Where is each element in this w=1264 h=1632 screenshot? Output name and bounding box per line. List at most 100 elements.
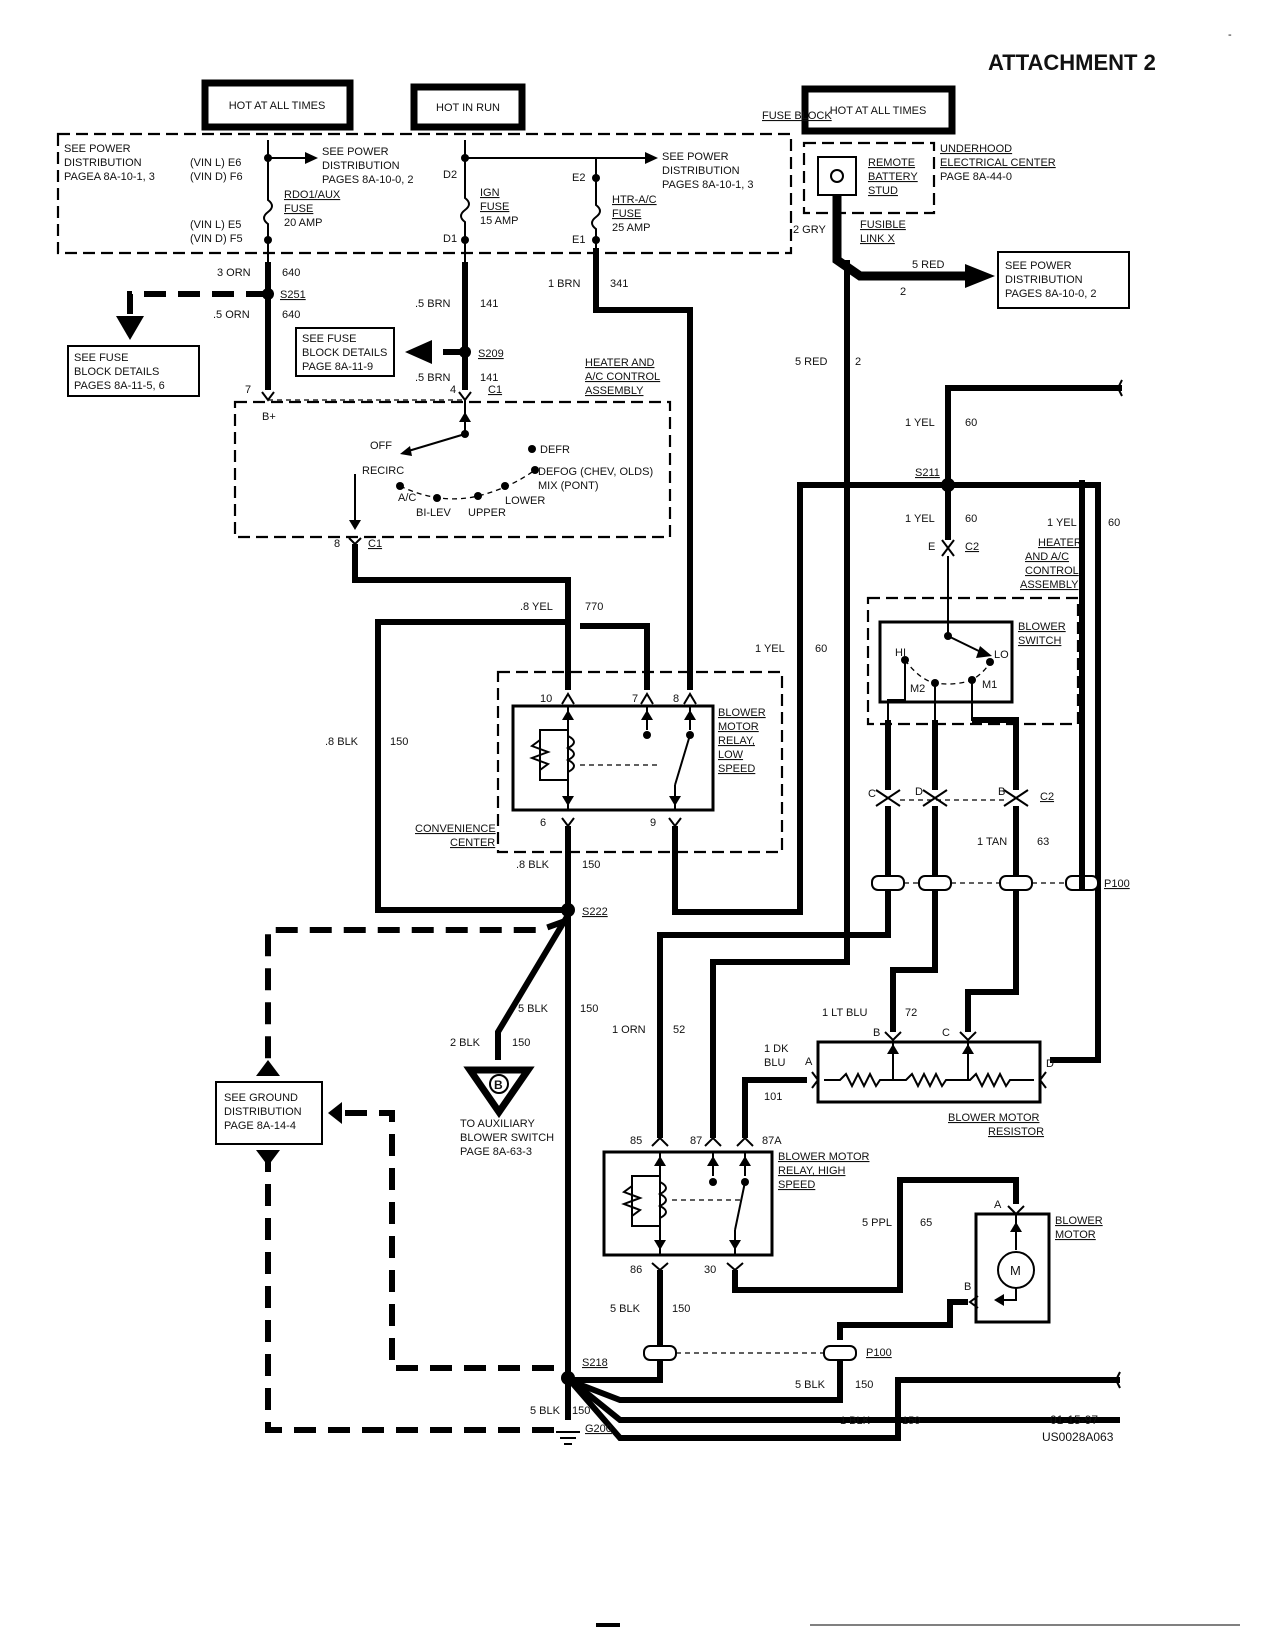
underhood-title: UNDERHOOD ELECTRICAL CENTER PAGE 8A-44-0 <box>940 143 1056 183</box>
svg-text:CONTROL: CONTROL <box>1025 565 1079 577</box>
wire-5-red: 5 RED <box>795 356 827 368</box>
svg-text:LOWER: LOWER <box>505 495 545 507</box>
blower-switch-outline <box>866 596 1080 726</box>
svg-text:341: 341 <box>610 278 628 290</box>
svg-text:25 AMP: 25 AMP <box>612 222 651 234</box>
svg-text:770: 770 <box>585 601 603 613</box>
svg-text:B: B <box>494 1078 503 1092</box>
svg-text:SPEED: SPEED <box>718 763 755 775</box>
svg-text:SEE FUSE: SEE FUSE <box>74 352 128 364</box>
svg-text:7: 7 <box>245 384 251 396</box>
svg-text:BLOWER: BLOWER <box>718 707 766 719</box>
svg-text:MIX (PONT): MIX (PONT) <box>538 480 599 492</box>
svg-text:A: A <box>805 1056 813 1068</box>
svg-text:SEE POWER: SEE POWER <box>322 146 389 158</box>
svg-text:150: 150 <box>580 1003 598 1015</box>
wire-5-red-label: 5 RED <box>912 259 944 271</box>
svg-text:FUSIBLE: FUSIBLE <box>860 219 906 231</box>
svg-text:C: C <box>868 788 876 800</box>
svg-text:A: A <box>994 1199 1002 1211</box>
wire-2-circuit: 2 <box>900 286 906 298</box>
arrow-icon <box>305 152 318 164</box>
fuse-ign-label: IGN FUSE 15 AMP <box>480 187 519 227</box>
svg-text:RDO1/AUX: RDO1/AUX <box>284 189 341 201</box>
arrow-left-icon-2 <box>328 1102 342 1124</box>
svg-text:BI-LEV: BI-LEV <box>416 507 452 519</box>
svg-text:BLOCK DETAILS: BLOCK DETAILS <box>74 366 159 378</box>
ground-g200: G200 <box>585 1423 612 1435</box>
hot-in-run-box: HOT IN RUN <box>410 83 526 131</box>
resistor-element-icon <box>824 1071 1034 1089</box>
arrow-left-icon <box>405 340 432 364</box>
wire-1-brn: 1 BRN <box>548 278 580 290</box>
vin-f6: (VIN D) F6 <box>190 171 243 183</box>
svg-text:85: 85 <box>630 1135 642 1147</box>
svg-text:SEE POWER: SEE POWER <box>64 143 131 155</box>
svg-text:B+: B+ <box>262 411 276 423</box>
blower-switch-assembly-title: HEATER AND A/C CONTROL ASSEMBLY <box>1020 537 1082 591</box>
svg-text:SPEED: SPEED <box>778 1179 815 1191</box>
svg-text:RESISTOR: RESISTOR <box>988 1126 1044 1138</box>
hvac-control-title: HEATER AND A/C CONTROL ASSEMBLY <box>585 357 660 397</box>
wire-5-ppl: 5 PPL <box>862 1217 892 1229</box>
hvac-control-outline <box>233 400 672 539</box>
svg-text:87: 87 <box>690 1135 702 1147</box>
svg-text:60: 60 <box>965 417 977 429</box>
svg-text:640: 640 <box>282 267 300 279</box>
blower-switch-label: BLOWER SWITCH <box>1018 621 1066 647</box>
connector-p100-bottom: P100 <box>866 1347 892 1359</box>
svg-text:87A: 87A <box>762 1135 782 1147</box>
wire-1-yel-top: 1 YEL <box>905 417 935 429</box>
svg-text:MOTOR: MOTOR <box>718 721 759 733</box>
svg-text:BLOWER: BLOWER <box>1018 621 1066 633</box>
svg-text:150: 150 <box>572 1405 590 1417</box>
svg-text:M1: M1 <box>982 679 997 691</box>
see-power-underhood: SEE POWER DISTRIBUTION PAGES 8A-10-0, 2 <box>997 251 1130 309</box>
svg-text:LINK X: LINK X <box>860 233 896 245</box>
aux-blower-triangle-icon <box>463 1066 535 1119</box>
svg-text:DEFOG (CHEV, OLDS): DEFOG (CHEV, OLDS) <box>538 466 653 478</box>
svg-text:PAGES 8A-10-0, 2: PAGES 8A-10-0, 2 <box>1005 288 1097 300</box>
convenience-center-label: CONVENIENCE CENTER <box>415 823 496 849</box>
wire-1-tan: 1 TAN <box>977 836 1007 848</box>
svg-text:65: 65 <box>920 1217 932 1229</box>
svg-text:DISTRIBUTION: DISTRIBUTION <box>1005 274 1083 286</box>
low-speed-relay-box <box>511 704 715 812</box>
svg-text:DEFR: DEFR <box>540 444 570 456</box>
svg-text:BLOWER SWITCH: BLOWER SWITCH <box>460 1132 554 1144</box>
see-fuse-mid: SEE FUSE BLOCK DETAILS PAGE 8A-11-9 <box>295 327 395 377</box>
blower-motor-label: BLOWER MOTOR <box>1055 1215 1103 1241</box>
low-speed-relay-title: BLOWER MOTOR RELAY, LOW SPEED <box>718 707 766 775</box>
wire-1-yel-2: 1 YEL <box>905 513 935 525</box>
blower-motor-resistor <box>816 1040 1042 1104</box>
htr-ac-fuse-icon <box>591 158 601 248</box>
svg-text:6: 6 <box>540 817 546 829</box>
svg-text:PAGES 8A-10-1, 3: PAGES 8A-10-1, 3 <box>662 179 754 191</box>
svg-text:AND A/C: AND A/C <box>1025 551 1069 563</box>
svg-text:DISTRIBUTION: DISTRIBUTION <box>322 160 400 172</box>
svg-text:D: D <box>915 786 923 798</box>
svg-text:C: C <box>942 1027 950 1039</box>
fuse-rdo1-label: RDO1/AUX FUSE 20 AMP <box>284 189 341 229</box>
see-ground-distribution: SEE GROUND DISTRIBUTION PAGE 8A-14-4 <box>215 1081 323 1145</box>
svg-text:STUD: STUD <box>868 185 898 197</box>
svg-text:640: 640 <box>282 309 300 321</box>
splice-s209: S209 <box>478 348 504 360</box>
svg-text:PAGES 8A-11-5, 6: PAGES 8A-11-5, 6 <box>74 380 165 392</box>
svg-text:C2: C2 <box>1040 791 1054 803</box>
svg-text:20 AMP: 20 AMP <box>284 217 323 229</box>
wire-5-blk-p100: 5 BLK <box>795 1379 826 1391</box>
battery-stud-icon <box>817 156 857 196</box>
svg-text:M2: M2 <box>910 683 925 695</box>
pin-d2: D2 <box>443 169 457 181</box>
wire-1-blk: 1 BLK <box>840 1415 871 1427</box>
svg-text:101: 101 <box>764 1091 782 1103</box>
vin-e5: (VIN L) E5 <box>190 219 241 231</box>
svg-text:E: E <box>928 541 935 553</box>
wire-1-yel-3: 1 YEL <box>1047 517 1077 529</box>
svg-text:B: B <box>964 1281 971 1293</box>
svg-text:PAGE 8A-63-3: PAGE 8A-63-3 <box>460 1146 532 1158</box>
attachment-title: ATTACHMENT 2 <box>988 50 1156 75</box>
svg-text:150: 150 <box>672 1303 690 1315</box>
wire-5-blk-g200: 5 BLK <box>530 1405 561 1417</box>
